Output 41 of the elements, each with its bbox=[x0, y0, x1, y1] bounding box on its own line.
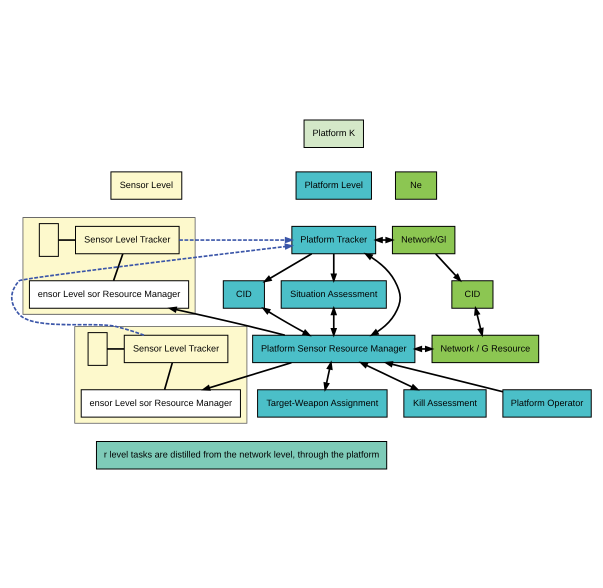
node-box: r level tasks are distilled from the network level, through the platform bbox=[96, 440, 388, 469]
arrow bbox=[358, 361, 420, 390]
arrow bbox=[474, 305, 484, 337]
node-box: Platform Level bbox=[296, 170, 372, 200]
node-box: Network/Gl bbox=[392, 225, 456, 254]
node-box bbox=[38, 222, 59, 256]
node-box: Sensor Level Tracker bbox=[75, 225, 180, 254]
arrow bbox=[261, 306, 312, 336]
arrow bbox=[383, 360, 503, 392]
arrow bbox=[412, 345, 434, 352]
node-box: ensor Level sor Resource Manager bbox=[80, 388, 241, 418]
arrow bbox=[330, 305, 338, 337]
node-box: Platform K bbox=[304, 119, 364, 148]
arrow bbox=[364, 252, 402, 336]
node-box: CID bbox=[222, 280, 265, 308]
node-box: Kill Assessment bbox=[403, 388, 487, 418]
arrow bbox=[330, 253, 338, 282]
node-box: Sensor Level Tracker bbox=[124, 334, 228, 363]
node-box: Situation Assessment bbox=[280, 280, 387, 308]
connector bbox=[112, 253, 124, 280]
arrow bbox=[323, 360, 333, 392]
arrow bbox=[373, 236, 395, 243]
node-box: Platform Sensor Resource Manager bbox=[252, 334, 416, 363]
arrow bbox=[262, 252, 312, 282]
arrow bbox=[179, 236, 294, 243]
arrow bbox=[167, 306, 286, 336]
connector bbox=[58, 238, 76, 240]
node-box: Sensor Level bbox=[110, 170, 182, 200]
cluster bbox=[74, 326, 248, 424]
arrow bbox=[200, 361, 292, 390]
node-box: CID bbox=[451, 280, 494, 308]
connector bbox=[164, 362, 174, 390]
node-box bbox=[88, 332, 108, 366]
node-box: Ne bbox=[394, 170, 438, 200]
node-box: Platform Tracker bbox=[291, 225, 376, 254]
node-box: ensor Level sor Resource Manager bbox=[28, 280, 190, 308]
connector bbox=[107, 348, 124, 350]
arrow bbox=[435, 252, 462, 282]
node-box: Network / G Resource bbox=[432, 334, 540, 363]
node-box: Platform Operator bbox=[502, 388, 592, 418]
node-box: Target-Weapon Assignment bbox=[257, 388, 388, 418]
